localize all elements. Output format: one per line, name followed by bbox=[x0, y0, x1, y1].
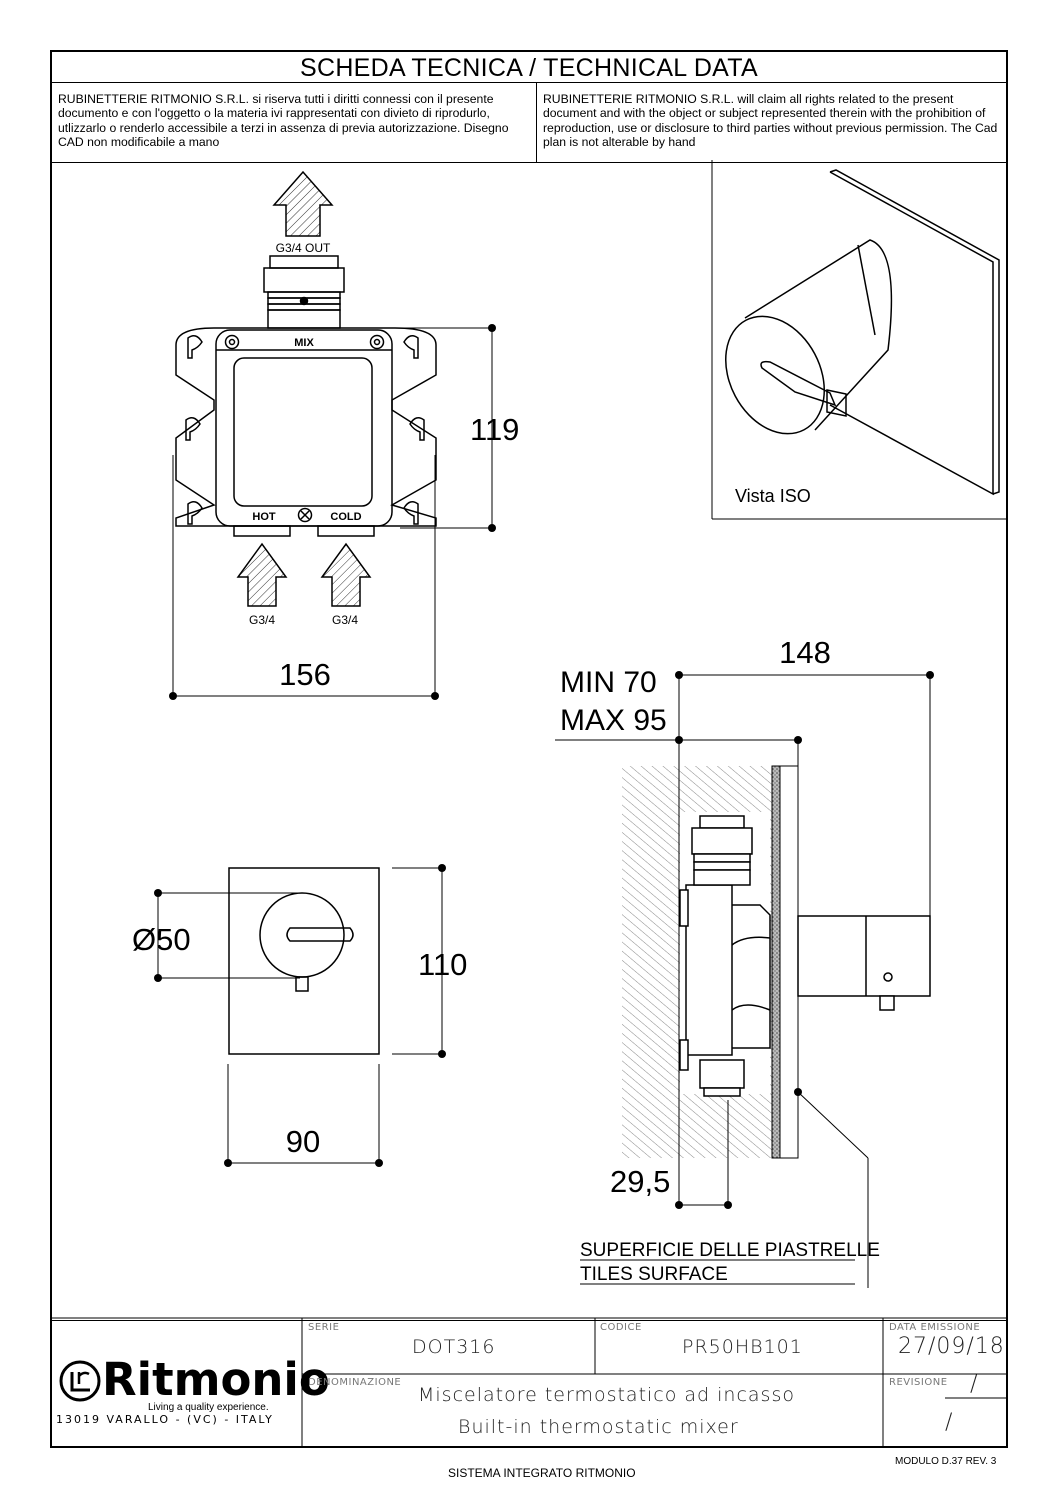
hot-inlet-label: G3/4 bbox=[249, 613, 275, 627]
top-view bbox=[172, 170, 493, 697]
iso-view-label: Vista ISO bbox=[735, 486, 811, 506]
iso-view bbox=[711, 160, 1008, 520]
copyright-notice-english: RUBINETTERIE RITMONIO S.R.L. will claim … bbox=[543, 92, 998, 150]
sheet-title: SCHEDA TECNICA / TECHNICAL DATA bbox=[52, 52, 1006, 83]
company-name: Ritmonio bbox=[102, 1353, 330, 1406]
modulo-code: MODULO D.37 REV. 3 bbox=[895, 1456, 997, 1467]
revisione-label: REVISIONE bbox=[889, 1377, 948, 1388]
revisione-value: / bbox=[970, 1372, 979, 1397]
outlet-label: G3/4 OUT bbox=[276, 241, 331, 255]
company-address: 13019 VARALLO - (VC) - ITALY bbox=[56, 1413, 274, 1426]
sistema-label: SISTEMA INTEGRATO RITMONIO bbox=[448, 1466, 636, 1480]
title-block-divider bbox=[52, 1320, 1006, 1321]
technical-sheet: SCHEDA TECNICA / TECHNICAL DATA RUBINETT… bbox=[50, 50, 1008, 1448]
front-height-dimension: 110 bbox=[418, 947, 467, 982]
surface-label-italian: SUPERFICIE DELLE PIASTRELLE bbox=[580, 1240, 880, 1261]
copyright-notice-italian: RUBINETTERIE RITMONIO S.R.L. si riserva … bbox=[52, 82, 537, 162]
hot-inlet-arrow bbox=[236, 542, 288, 607]
max-label: MAX 95 bbox=[560, 704, 667, 737]
front-knob bbox=[259, 892, 345, 978]
outlet-arrow bbox=[272, 170, 334, 237]
tile-layer bbox=[771, 765, 781, 1159]
offset-dimension: 29,5 bbox=[610, 1164, 670, 1199]
mixer-body bbox=[215, 329, 393, 527]
inner-cavity bbox=[233, 357, 373, 507]
data-emissione-value: 27/09/18 bbox=[898, 1334, 1005, 1359]
surface-label-english: TILES SURFACE bbox=[580, 1264, 728, 1285]
outlet-fitting bbox=[269, 255, 339, 269]
hot-label: HOT bbox=[252, 511, 276, 523]
side-depth-dimension: 148 bbox=[779, 635, 831, 670]
front-view bbox=[157, 867, 443, 1164]
iso-handle bbox=[760, 360, 837, 407]
description-italian: Miscelatore termostatico ad incasso bbox=[418, 1384, 795, 1406]
codice-value: PR50HB101 bbox=[682, 1336, 803, 1358]
revisione-value-secondary: / bbox=[945, 1410, 954, 1435]
serie-label: SERIE bbox=[308, 1322, 340, 1333]
mix-label: MIX bbox=[294, 337, 314, 349]
denominazione-label: DENOMINAZIONE bbox=[308, 1377, 402, 1388]
diameter-dimension: Ø50 bbox=[132, 922, 191, 957]
description-english: Built-in thermostatic mixer bbox=[458, 1416, 739, 1438]
header-divider bbox=[52, 162, 1006, 163]
codice-label: CODICE bbox=[600, 1322, 642, 1333]
side-body bbox=[685, 884, 733, 1056]
min-label: MIN 70 bbox=[560, 666, 657, 699]
ritmonio-logo-icon bbox=[59, 1360, 101, 1402]
width-dimension-156: 156 bbox=[279, 657, 331, 692]
serie-value: DOT316 bbox=[412, 1336, 496, 1358]
front-width-dimension: 90 bbox=[286, 1124, 320, 1159]
title-block-grid bbox=[50, 1317, 1008, 1448]
center-screw-icon bbox=[297, 507, 313, 523]
cold-inlet-arrow bbox=[320, 542, 372, 607]
front-handle bbox=[286, 927, 354, 942]
side-view bbox=[555, 674, 931, 1288]
side-knob bbox=[797, 915, 931, 997]
front-cover-plate bbox=[228, 867, 380, 1055]
cold-inlet-label: G3/4 bbox=[332, 613, 358, 627]
iso-wall-plate bbox=[829, 171, 994, 496]
iso-cylinder bbox=[744, 239, 893, 431]
iso-knob-face bbox=[724, 315, 826, 435]
height-dimension-119: 119 bbox=[470, 412, 519, 447]
data-emissione-label: DATA EMISSIONE bbox=[889, 1322, 981, 1333]
cold-label: COLD bbox=[330, 511, 361, 523]
company-tagline: Living a quality experience. bbox=[148, 1402, 269, 1413]
